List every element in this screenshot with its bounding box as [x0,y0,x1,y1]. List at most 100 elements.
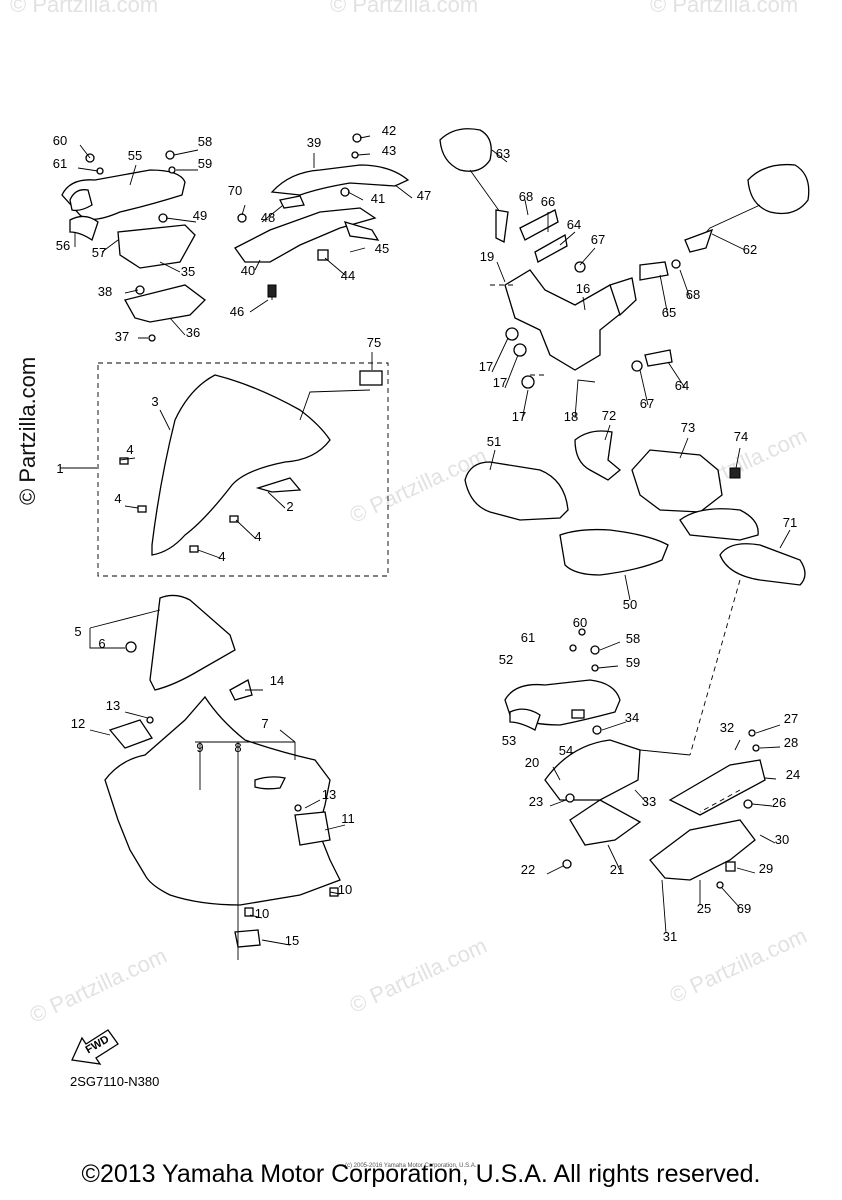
part-callout: 4 [218,549,225,564]
part-callout: 4 [126,442,133,457]
part-callout: 22 [521,862,535,877]
part-callout: 16 [576,281,590,296]
part-callout: 34 [625,710,639,725]
part-callout: 68 [686,287,700,302]
part-callout: 59 [198,156,212,171]
part-callout: 62 [743,242,757,257]
part-callout: 61 [521,630,535,645]
part-callout: 48 [261,210,275,225]
watermark-vertical: © Partzilla.com [15,357,40,505]
part-callout: 58 [626,631,640,646]
part-callout: 9 [196,740,203,755]
part-callout: 61 [53,156,67,171]
part-callout: 60 [573,615,587,630]
part-callout: 64 [675,378,689,393]
part-callout: 75 [367,335,381,350]
part-callout: 6 [98,636,105,651]
part-callout: 60 [53,133,67,148]
part-callout: 40 [241,263,255,278]
meter-cover-group [234,133,413,313]
part-callout: 69 [737,901,751,916]
part-callout: 64 [567,217,581,232]
part-callout: 19 [480,249,494,264]
part-callout: 15 [285,933,299,948]
mirror-stay-group [439,128,810,421]
part-callout: 43 [382,143,396,158]
part-callout: 73 [681,420,695,435]
part-callout: 11 [341,811,355,826]
part-callout: 53 [502,733,516,748]
part-callout: 17 [493,375,507,390]
watermark-text: © Partzilla.com [10,0,158,17]
part-callout: 23 [529,794,543,809]
part-callout: 37 [115,329,129,344]
part-callout: 10 [255,906,269,921]
part-callout: 27 [784,711,798,726]
part-callout: 30 [775,832,789,847]
part-callout: 50 [623,597,637,612]
part-callout: 56 [56,238,70,253]
watermark-text: © Partzilla.com [666,923,811,1008]
part-callout: 29 [759,861,773,876]
part-callout: 67 [591,232,605,247]
part-callout: 20 [525,755,539,770]
part-callout: 4 [114,491,121,506]
part-callout: 72 [602,408,616,423]
part-callout: 2 [286,499,293,514]
tiny-credit: (c) 2005-2016 Yamaha Motor Corporation, … [345,1163,477,1169]
part-callout: 31 [663,929,677,944]
part-callout: 63 [496,146,510,161]
part-callout: 21 [610,862,624,877]
fwd-arrow-icon: FWD [71,1029,119,1065]
lower-bracket-group [504,628,781,934]
part-callout: 38 [98,284,112,299]
part-callout: 13 [322,787,336,802]
part-callout: 59 [626,655,640,670]
part-callout: 8 [234,740,241,755]
part-callout: 35 [181,264,195,279]
watermark-text: © Partzilla.com [346,933,491,1018]
copyright-notice: ©2013 Yamaha Motor Corporation, U.S.A. A… [81,1160,761,1188]
part-callout: 51 [487,434,501,449]
part-callout: 25 [697,901,711,916]
part-callout: 28 [784,735,798,750]
part-callout: 49 [193,208,207,223]
part-callout: 68 [519,189,533,204]
part-callout: 24 [786,767,800,782]
part-callout: 39 [307,135,321,150]
part-callout: 12 [71,716,85,731]
part-callout: 70 [228,183,242,198]
watermark-text: © Partzilla.com [330,0,478,17]
part-callout: 66 [541,194,555,209]
part-callout: 47 [417,188,431,203]
part-callout: 67 [640,396,654,411]
watermark-text: © Partzilla.com [26,943,171,1028]
part-callout: 26 [772,795,786,810]
part-callout: 17 [512,409,526,424]
part-callout: 44 [341,268,355,283]
watermark-text: © Partzilla.com [650,0,798,17]
part-callout: 71 [783,515,797,530]
part-callout: 74 [734,429,748,444]
part-callout: 5 [74,624,81,639]
part-callout: 46 [230,304,244,319]
part-callout: 33 [642,794,656,809]
part-callout: 32 [720,720,734,735]
part-callout: 54 [559,743,573,758]
air-duct-group [464,424,806,756]
inner-cover-group-left [61,144,206,342]
windshield-group [60,352,389,577]
part-callout: 4 [254,529,261,544]
front-cowl-group [89,594,346,960]
part-callout: 52 [499,652,513,667]
part-callout: 41 [371,191,385,206]
part-callout: 65 [662,305,676,320]
part-callout: 1 [56,461,63,476]
part-callout: 17 [479,359,493,374]
part-callout: 57 [92,245,106,260]
part-callout: 58 [198,134,212,149]
part-callout: 45 [375,241,389,256]
part-callout: 3 [151,394,158,409]
